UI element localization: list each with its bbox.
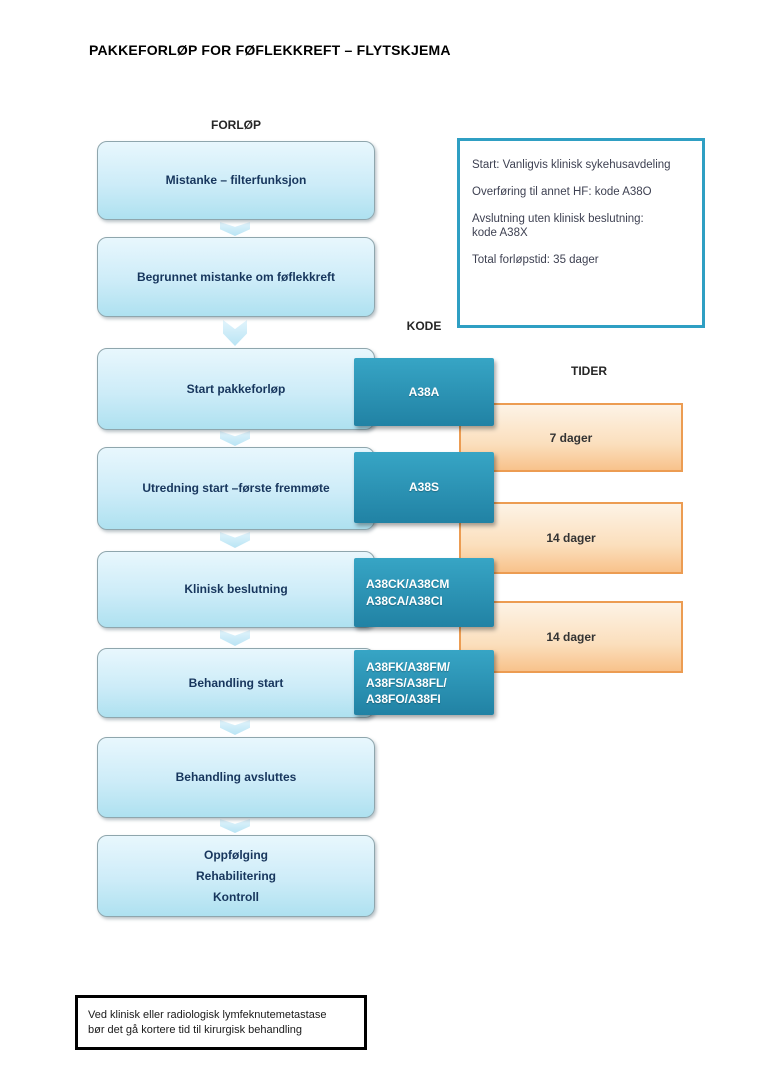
flow-box-label: Oppfølging — [204, 847, 268, 862]
code-box-label: A38A — [408, 384, 440, 399]
code-box-label: A38S — [408, 480, 440, 494]
down-arrow-icon — [220, 720, 250, 735]
code-box-label: A38CK/A38CM — [366, 576, 450, 591]
flow-box-label: Start pakkeforløp — [186, 381, 286, 396]
info-line: Start: Vanligvis klinisk sykehusavdeling — [472, 159, 671, 171]
code-box-label: A38FK/A38FM/ — [366, 659, 451, 674]
flow-box-behandling-start: Behandling start — [97, 648, 375, 718]
flow-box-label: Kontroll — [213, 889, 259, 904]
time-box-label: 14 dager — [546, 630, 596, 644]
flow-box-behandling-avsluttes: Behandling avsluttes — [97, 737, 375, 818]
flow-box-mistanke-filterfunksjon: Mistanke – filterfunksjon — [97, 141, 375, 220]
code-box-a38s: A38S — [354, 452, 494, 523]
info-paragraph: Start: Vanligvis klinisk sykehusavdeling — [472, 158, 694, 172]
down-arrow-icon — [220, 819, 250, 833]
flow-box-label: Rehabilitering — [195, 868, 276, 883]
info-line: Overføring til annet HF: kode A38O — [472, 186, 652, 198]
note-box: Ved klinisk eller radiologisk lymfeknute… — [75, 995, 367, 1050]
page-title: PAKKEFORLØP FOR FØFLEKKREFT – FLYTSKJEMA — [89, 42, 451, 58]
down-arrow-icon — [220, 532, 250, 548]
info-box: Start: Vanligvis klinisk sykehusavdeling… — [457, 138, 705, 328]
code-box-label: A38CA/A38CI — [366, 593, 443, 608]
code-box-label: A38FS/A38FL/ — [366, 675, 447, 690]
code-box-a38a: A38A — [354, 358, 494, 426]
code-box-a38f: A38FK/A38FM/ A38FS/A38FL/ A38FO/A38FI — [354, 650, 494, 715]
time-box-7-dager: 7 dager — [459, 403, 683, 472]
info-line: Total forløpstid: 35 dager — [472, 254, 599, 266]
column-label-kode: KODE — [406, 319, 442, 333]
flow-box-begrunnet-mistanke: Begrunnet mistanke om føflekkreft — [97, 237, 375, 317]
note-line: Ved klinisk eller radiologisk lymfeknute… — [88, 1009, 327, 1021]
flow-box-label: Mistanke – filterfunksjon — [165, 173, 307, 187]
info-paragraph: Avslutning uten klinisk beslutning: kode… — [472, 212, 694, 240]
column-label-forlop: FORLØP — [211, 118, 261, 132]
flow-box-label: Behandling avsluttes — [175, 770, 297, 784]
down-arrow-icon — [220, 222, 250, 236]
time-box-label: 14 dager — [546, 531, 596, 545]
time-box-label: 7 dager — [549, 430, 593, 445]
time-box-14-dager-1: 14 dager — [459, 502, 683, 574]
info-paragraph: Overføring til annet HF: kode A38O — [472, 185, 694, 199]
info-paragraph: Total forløpstid: 35 dager — [472, 253, 694, 267]
column-label-tider: TIDER — [571, 364, 607, 378]
down-arrow-icon — [220, 630, 250, 646]
flow-box-label: Utredning start –første fremmøte — [142, 481, 330, 495]
note-line: bør det gå kortere tid til kirurgisk beh… — [88, 1024, 302, 1036]
flow-box-klinisk-beslutning: Klinisk beslutning — [97, 551, 375, 628]
down-arrow-icon — [220, 431, 250, 446]
code-box-a38c: A38CK/A38CM A38CA/A38CI — [354, 558, 494, 627]
flow-box-label: Begrunnet mistanke om føflekkreft — [136, 269, 336, 284]
flow-box-label: Klinisk beslutning — [184, 582, 288, 596]
info-line: kode A38X — [472, 227, 528, 239]
down-arrow-icon — [223, 320, 247, 346]
flow-box-start-pakkeforlop: Start pakkeforløp — [97, 348, 375, 430]
code-box-label: A38FO/A38FI — [366, 691, 441, 706]
info-line: Avslutning uten klinisk beslutning: — [472, 213, 644, 225]
time-box-14-dager-2: 14 dager — [459, 601, 683, 673]
flow-box-label: Behandling start — [188, 675, 284, 690]
flow-box-oppfolging: Oppfølging Rehabilitering Kontroll — [97, 835, 375, 917]
flow-box-utredning-start: Utredning start –første fremmøte — [97, 447, 375, 530]
